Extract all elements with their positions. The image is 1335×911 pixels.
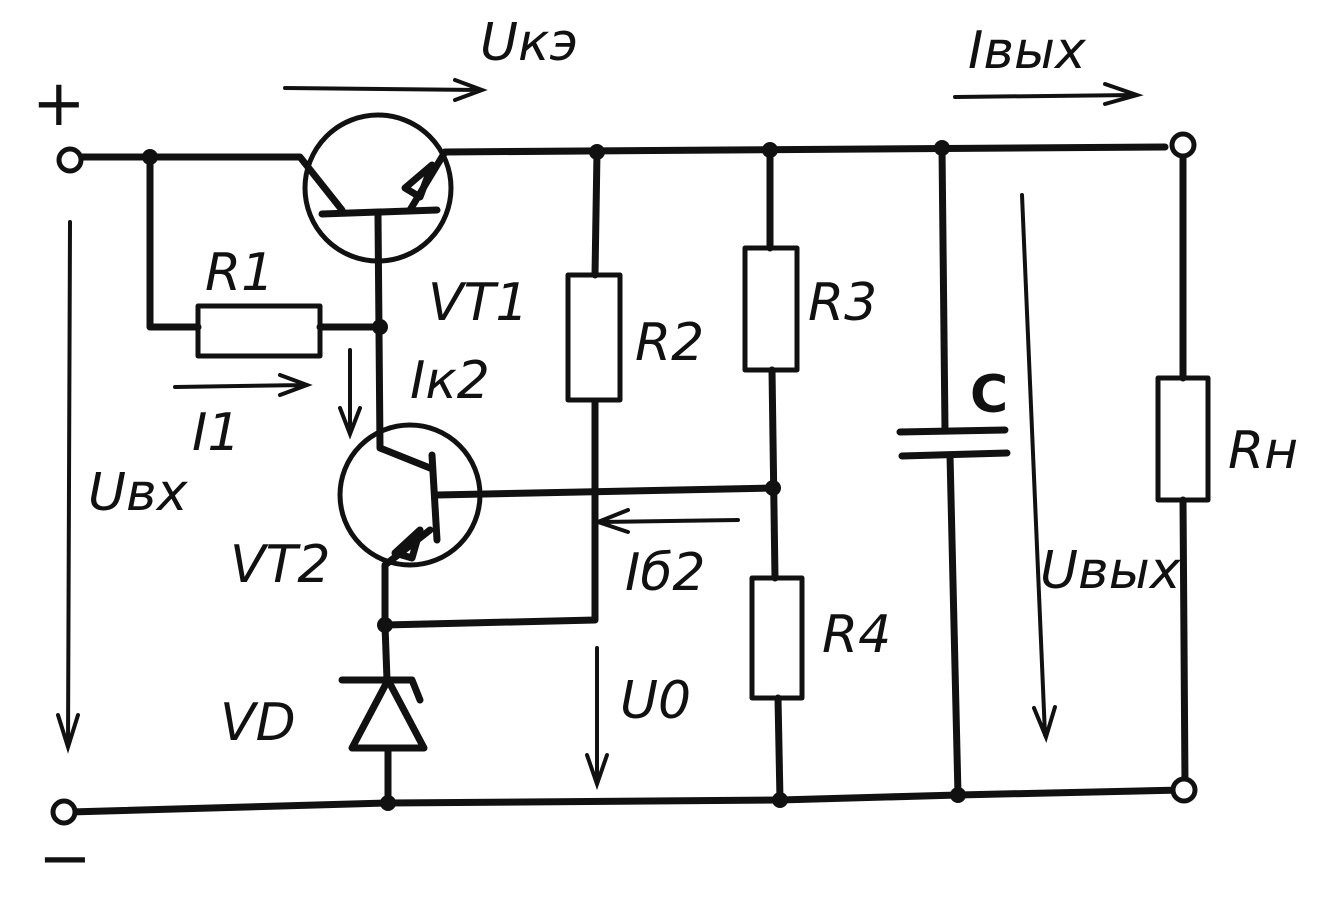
- wire-r3-r4-mid: [768, 366, 779, 582]
- label-u-out: Uвых: [1040, 541, 1182, 601]
- label-plus: +: [32, 67, 86, 141]
- capacitor-c: [896, 426, 1011, 460]
- wire-input-to-vt1-collector: [78, 153, 346, 214]
- wire-load-bottom: [1179, 496, 1189, 789]
- transistor-vt2: [337, 422, 483, 568]
- wire-vt2-base-feedback: [433, 484, 777, 499]
- arrow-i-out-icon: [953, 82, 1144, 106]
- labels: + − Uкэ Iвых R1 VT1 R2 R3 Iк2 I1 Uвх VT2…: [32, 13, 1298, 896]
- label-r1: R1: [205, 243, 274, 303]
- input-terminal-negative: [50, 798, 78, 826]
- transistor-vt1: [302, 112, 454, 264]
- label-u-ke: Uкэ: [480, 13, 578, 73]
- label-u-in: Uвх: [88, 463, 189, 523]
- resistor-r4: [749, 575, 805, 701]
- zener-diode-vd: [338, 676, 428, 752]
- vd-cathode-bar: [338, 676, 424, 704]
- vt1-base-bar: [318, 206, 441, 218]
- vt2-body: [337, 422, 483, 568]
- label-i1: I1: [192, 403, 240, 463]
- label-vd: VD: [220, 693, 296, 753]
- annotation-arrows: [56, 78, 1144, 791]
- resistor-r3: [742, 245, 800, 373]
- wire-vt1-base-to-vt2-collector: [374, 211, 434, 472]
- arrow-u-ke-icon: [283, 78, 488, 102]
- vt2-emitter-arrow-icon: [391, 526, 424, 562]
- arrow-u-out-icon: [1020, 193, 1057, 743]
- label-i-k2: Iк2: [410, 351, 490, 411]
- vt1-body: [302, 112, 454, 264]
- resistor-r-load: [1155, 375, 1211, 503]
- vd-triangle-icon: [348, 676, 428, 752]
- label-minus: −: [38, 822, 92, 896]
- label-r2: R2: [635, 313, 704, 373]
- label-u0: U0: [620, 671, 691, 731]
- arrow-i1-icon: [173, 373, 313, 397]
- vt1-emitter-arrow-icon: [401, 161, 436, 201]
- arrow-u0-icon: [585, 646, 609, 791]
- output-terminal-negative: [1170, 776, 1198, 804]
- input-terminal-positive: [56, 146, 84, 174]
- label-c: C: [970, 365, 1008, 425]
- resistor-r2: [565, 272, 623, 403]
- wire-r1-branch: [146, 153, 202, 331]
- wire-r2-bottom: [381, 398, 599, 629]
- arrow-i-b2-icon: [592, 508, 740, 534]
- wire-r4-bottom: [774, 694, 784, 804]
- wire-capacitor-bottom: [946, 451, 962, 799]
- label-i-out: Iвых: [968, 21, 1087, 81]
- label-vt1: VT1: [428, 273, 528, 333]
- wire-ground-rail: [66, 786, 1186, 816]
- label-i-b2: Iб2: [625, 543, 706, 603]
- junction-nodes: [142, 140, 966, 811]
- resistor-r1: [195, 303, 323, 359]
- arrow-i-k2-icon: [338, 348, 362, 440]
- wire-zener-top: [381, 621, 391, 684]
- label-vt2: VT2: [230, 535, 330, 595]
- wire-vt1-emitter-to-output: [406, 143, 1169, 214]
- wire-r2-top: [591, 148, 601, 279]
- label-r4: R4: [822, 605, 891, 665]
- label-r3: R3: [808, 273, 877, 333]
- vt2-base-bar: [428, 451, 441, 544]
- label-r-load: Rн: [1228, 421, 1298, 481]
- arrow-u-in-icon: [56, 220, 80, 754]
- output-terminal-positive: [1169, 131, 1197, 159]
- wire-capacitor-top: [938, 144, 949, 434]
